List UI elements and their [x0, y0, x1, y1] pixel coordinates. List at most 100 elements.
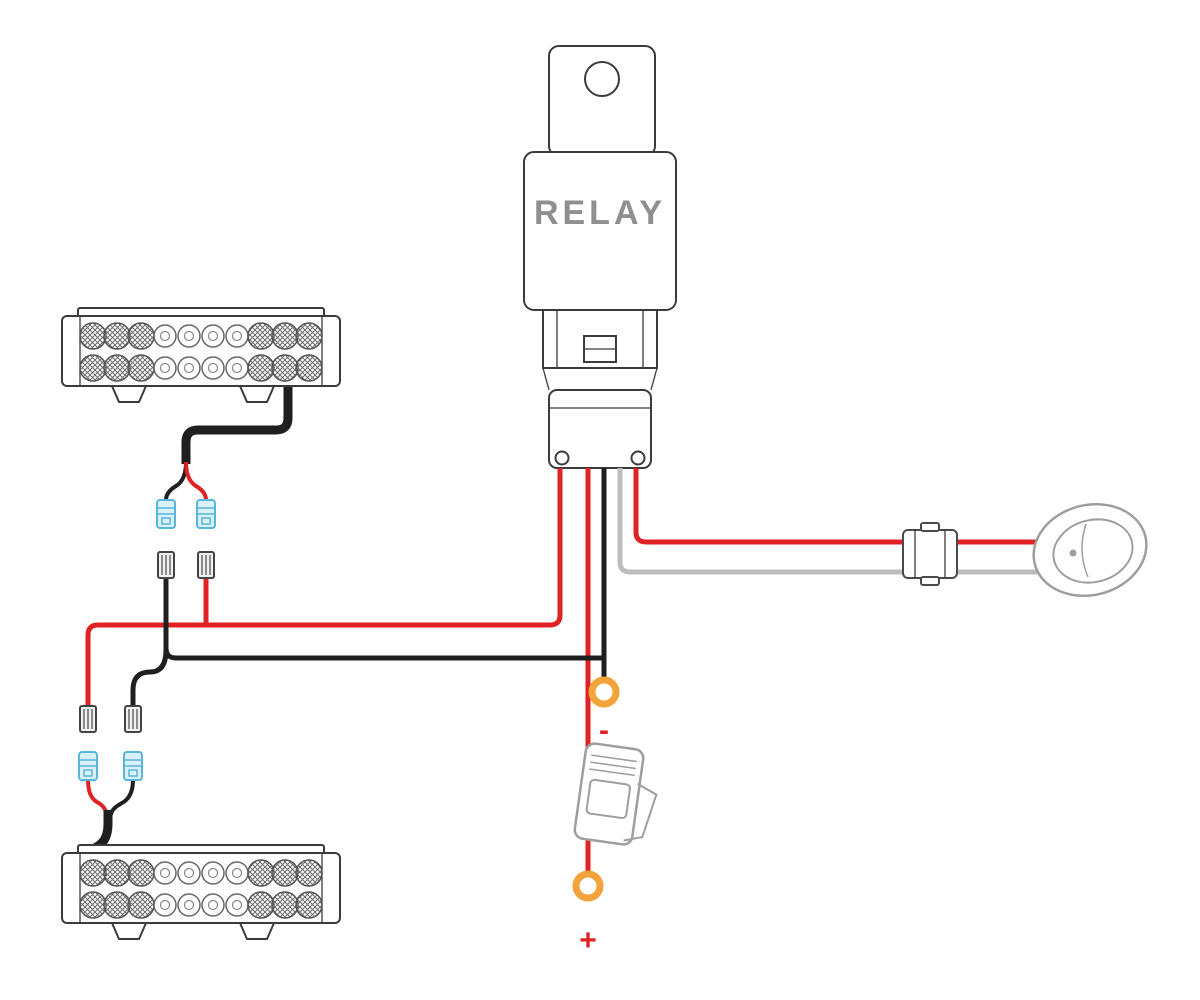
led-flood-lens: [127, 322, 155, 350]
wire-ground-lightbars-black: [163, 578, 604, 661]
lightbar-bracket: [238, 922, 276, 940]
relay-plug-pin: [630, 450, 646, 466]
relay-label: RELAY: [534, 194, 666, 232]
relay: RELAY: [523, 45, 677, 469]
switch-connector: [902, 522, 958, 586]
lightbar-bottom-lead-black: [109, 779, 135, 816]
led-spot-inner: [207, 362, 219, 374]
led-array: [79, 322, 323, 382]
fuse-holder-window: [585, 778, 631, 820]
lightbar-top-lead-black: [164, 461, 188, 501]
led-spot-inner: [231, 362, 243, 374]
ring-terminal-ring: [588, 676, 620, 708]
led-spot-inner: [183, 362, 195, 374]
ring-terminal-positive: +: [572, 870, 604, 957]
wire-switch-red: [633, 468, 1041, 545]
led-spot-lens: [177, 324, 201, 348]
fuse-holder: [573, 742, 658, 846]
led-spot-lens: [201, 324, 225, 348]
led-spot-inner: [159, 362, 171, 374]
led-flood-lens: [127, 859, 155, 887]
led-flood-lens: [127, 891, 155, 919]
led-flood-lens: [79, 354, 107, 382]
led-flood-lens: [271, 322, 299, 350]
led-spot-lens: [153, 861, 177, 885]
led-spot-lens: [201, 893, 225, 917]
led-flood-lens: [103, 354, 131, 382]
led-spot-lens: [201, 861, 225, 885]
led-spot-inner: [207, 330, 219, 342]
led-flood-lens: [295, 859, 323, 887]
positive-label: +: [579, 924, 597, 957]
rocker-divider: [1081, 523, 1089, 578]
led-spot-lens: [201, 356, 225, 380]
wire-power-lightbars-red: [85, 468, 563, 706]
led-spot-lens: [153, 356, 177, 380]
connector-pair-bottom: [78, 705, 143, 781]
led-flood-lens: [127, 354, 155, 382]
wire-switch-gray: [617, 468, 1037, 575]
led-flood-lens: [271, 354, 299, 382]
switch-bezel: [1032, 502, 1148, 598]
spade-connector-female: [196, 499, 216, 529]
led-flood-lens: [79, 322, 107, 350]
lightbar-bottom-lead-red: [86, 779, 108, 815]
lightbar-bracket: [238, 385, 276, 403]
spade-connector-male: [157, 551, 175, 579]
lightbar-top-cable: [181, 384, 293, 464]
led-flood-lens: [271, 891, 299, 919]
spade-connector-female: [156, 499, 176, 529]
led-flood-lens: [79, 859, 107, 887]
led-spot-inner: [183, 899, 195, 911]
fuse-holder-ridge: [591, 754, 637, 763]
led-spot-inner: [159, 899, 171, 911]
light-bar-top: [61, 307, 341, 403]
led-flood-lens: [103, 859, 131, 887]
led-spot-inner: [159, 330, 171, 342]
led-spot-lens: [153, 324, 177, 348]
spade-connector-male: [79, 705, 97, 733]
wire-ground-jog-black: [130, 640, 169, 706]
relay-plug-pin: [554, 450, 570, 466]
rocker-dot: [1069, 549, 1077, 557]
relay-mounting-hole: [584, 61, 620, 97]
led-spot-lens: [177, 356, 201, 380]
fuse-holder-ridge: [589, 768, 635, 777]
led-flood-lens: [295, 322, 323, 350]
relay-neck-taper: [542, 367, 658, 391]
led-spot-lens: [177, 861, 201, 885]
led-spot-inner: [207, 899, 219, 911]
negative-label: -: [599, 714, 609, 747]
led-flood-lens: [103, 322, 131, 350]
ring-terminal-negative: -: [588, 676, 620, 747]
spade-connector-female: [123, 751, 143, 781]
led-spot-lens: [225, 324, 249, 348]
led-spot-lens: [225, 893, 249, 917]
rocker-switch: [1032, 502, 1148, 598]
relay-plug: [548, 389, 652, 469]
led-flood-lens: [103, 891, 131, 919]
led-flood-lens: [79, 891, 107, 919]
ring-terminal-ring: [572, 870, 604, 902]
switch-inner-ring: [1052, 518, 1134, 584]
led-spot-inner: [231, 330, 243, 342]
lightbar-bracket: [110, 385, 148, 403]
led-spot-inner: [207, 867, 219, 879]
switch-connector-latch: [920, 576, 940, 586]
led-spot-lens: [177, 893, 201, 917]
led-array: [79, 859, 323, 919]
lightbar-bracket: [110, 922, 148, 940]
led-flood-lens: [295, 354, 323, 382]
led-spot-inner: [183, 867, 195, 879]
led-spot-inner: [183, 330, 195, 342]
light-bar-bottom: [61, 844, 341, 940]
fuse-holder-latch: [623, 783, 658, 842]
led-spot-lens: [225, 356, 249, 380]
led-flood-lens: [271, 859, 299, 887]
lightbar-top-lead-red: [184, 461, 208, 501]
led-flood-lens: [247, 322, 275, 350]
led-spot-inner: [231, 899, 243, 911]
led-spot-lens: [225, 861, 249, 885]
